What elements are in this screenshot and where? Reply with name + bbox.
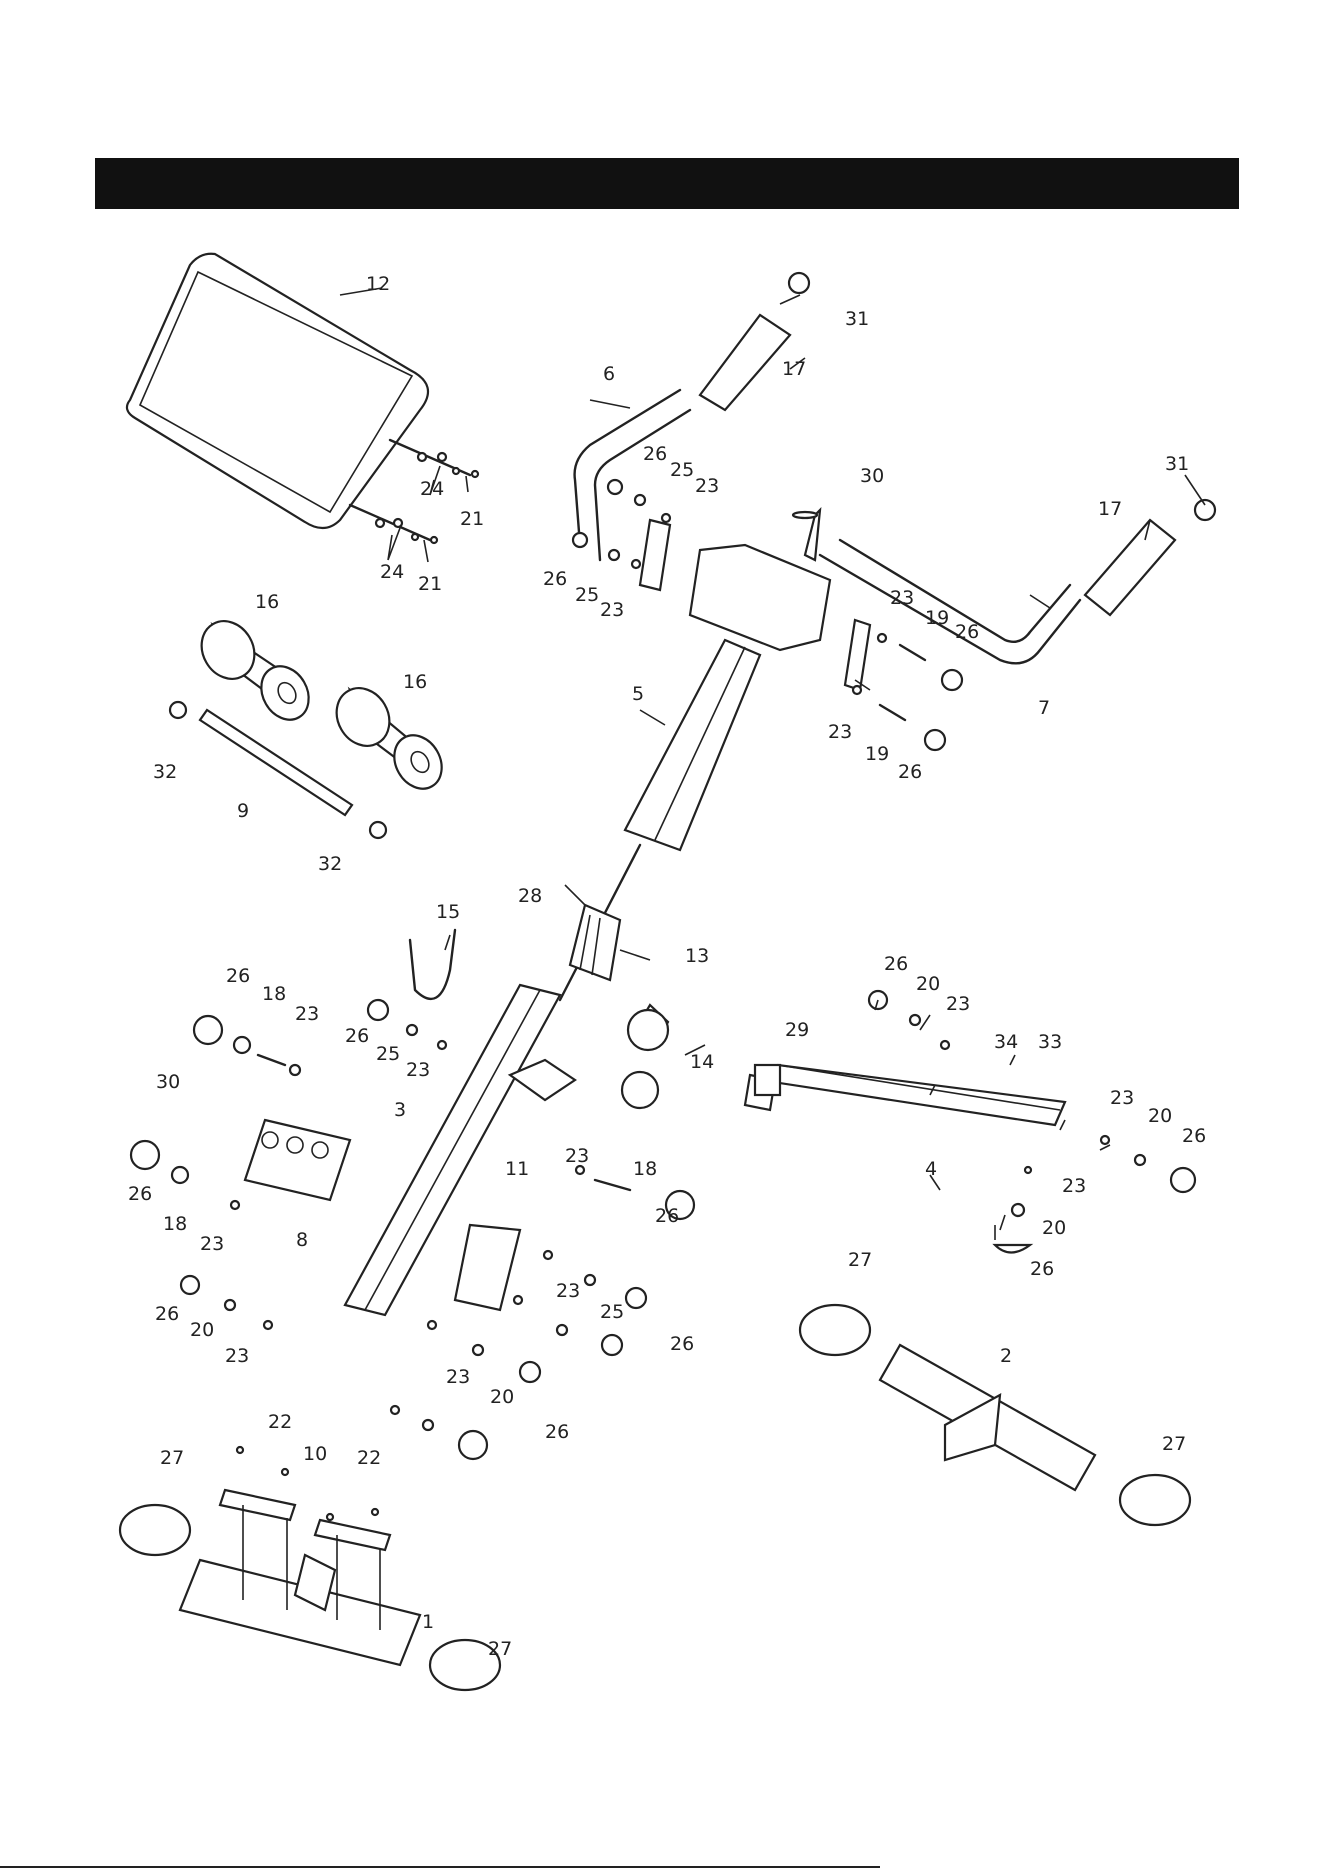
- label-24-top: 24: [420, 478, 444, 500]
- label-26-l: 26: [655, 1205, 679, 1227]
- label-20-h: 20: [1148, 1105, 1172, 1127]
- label-8: 8: [296, 1229, 308, 1251]
- label-21-bottom: 21: [418, 573, 442, 595]
- label-26-g: 26: [884, 953, 908, 975]
- label-31-top: 31: [845, 308, 869, 330]
- label-14: 14: [690, 1051, 714, 1073]
- label-26-o: 26: [155, 1303, 179, 1325]
- label-15: 15: [436, 901, 460, 923]
- label-23-b: 23: [600, 599, 624, 621]
- label-26-e: 26: [226, 965, 250, 987]
- label-24-bottom: 24: [380, 561, 404, 583]
- label-26-m: 26: [1030, 1258, 1054, 1280]
- label-17-left: 17: [782, 358, 806, 380]
- label-22-left: 22: [268, 1411, 292, 1433]
- label-26-c: 26: [955, 621, 979, 643]
- label-23-j: 23: [1062, 1175, 1086, 1197]
- label-31-right: 31: [1165, 453, 1189, 475]
- label-22-right: 22: [357, 1447, 381, 1469]
- label-25-b: 25: [575, 584, 599, 606]
- label-30-left: 30: [156, 1071, 180, 1093]
- label-23-c: 23: [890, 587, 914, 609]
- part-main-frame: [131, 930, 694, 1459]
- label-12: 12: [366, 273, 390, 295]
- label-23-p: 23: [446, 1366, 470, 1388]
- label-3: 3: [394, 1099, 406, 1121]
- label-2: 2: [1000, 1345, 1012, 1367]
- label-9: 9: [237, 800, 249, 822]
- label-30-top: 30: [860, 465, 884, 487]
- label-6: 6: [603, 363, 615, 385]
- label-18-k: 18: [163, 1213, 187, 1235]
- label-16-left: 16: [255, 591, 279, 613]
- part-front-stabilizer: [745, 991, 1195, 1525]
- label-23-e: 23: [295, 1003, 319, 1025]
- label-27-bottom: 27: [488, 1638, 512, 1660]
- label-20-o: 20: [190, 1319, 214, 1341]
- label-18-l: 18: [633, 1158, 657, 1180]
- part-rear-stabilizer: [120, 1447, 500, 1690]
- part-back-pad: [127, 254, 478, 562]
- label-26-b: 26: [543, 568, 567, 590]
- label-23-k: 23: [200, 1233, 224, 1255]
- label-26-p: 26: [545, 1421, 569, 1443]
- label-34: 34: [994, 1031, 1018, 1053]
- label-26-n: 26: [670, 1333, 694, 1355]
- label-7: 7: [1038, 697, 1050, 719]
- label-23-f: 23: [406, 1059, 430, 1081]
- label-25-n: 25: [600, 1301, 624, 1323]
- label-23-g: 23: [946, 993, 970, 1015]
- label-27-left: 27: [160, 1447, 184, 1469]
- label-26-k: 26: [128, 1183, 152, 1205]
- label-5: 5: [632, 683, 644, 705]
- label-10: 10: [303, 1443, 327, 1465]
- label-32-bottom: 32: [318, 853, 342, 875]
- label-16-right: 16: [403, 671, 427, 693]
- label-28: 28: [518, 885, 542, 907]
- label-27-right-top: 27: [848, 1249, 872, 1271]
- label-26-f: 26: [345, 1025, 369, 1047]
- label-23-d: 23: [828, 721, 852, 743]
- label-23-h: 23: [1110, 1087, 1134, 1109]
- part-insert: [570, 905, 620, 980]
- label-19-b: 19: [865, 743, 889, 765]
- label-13: 13: [685, 945, 709, 967]
- label-26-h: 26: [1182, 1125, 1206, 1147]
- part-end-cap: [755, 1065, 780, 1095]
- label-19-a: 19: [925, 607, 949, 629]
- footer-rule: [0, 1866, 880, 1868]
- label-4: 4: [925, 1158, 937, 1180]
- label-25-f: 25: [376, 1043, 400, 1065]
- part-roller-pads: [170, 612, 451, 838]
- label-23-o: 23: [225, 1345, 249, 1367]
- label-23-i: 23: [565, 1145, 589, 1167]
- label-1: 1: [422, 1611, 434, 1633]
- label-33: 33: [1038, 1031, 1062, 1053]
- label-26-a: 26: [643, 443, 667, 465]
- label-18-a: 18: [262, 983, 286, 1005]
- label-20-m: 20: [1042, 1217, 1066, 1239]
- label-11: 11: [505, 1158, 529, 1180]
- label-20-p: 20: [490, 1386, 514, 1408]
- label-26-d: 26: [898, 761, 922, 783]
- label-20-g: 20: [916, 973, 940, 995]
- label-25-a: 25: [670, 459, 694, 481]
- label-17-right: 17: [1098, 498, 1122, 520]
- label-21-top: 21: [460, 508, 484, 530]
- label-23-a: 23: [695, 475, 719, 497]
- label-27-right: 27: [1162, 1433, 1186, 1455]
- label-29: 29: [785, 1019, 809, 1041]
- label-23-n: 23: [556, 1280, 580, 1302]
- label-32-left: 32: [153, 761, 177, 783]
